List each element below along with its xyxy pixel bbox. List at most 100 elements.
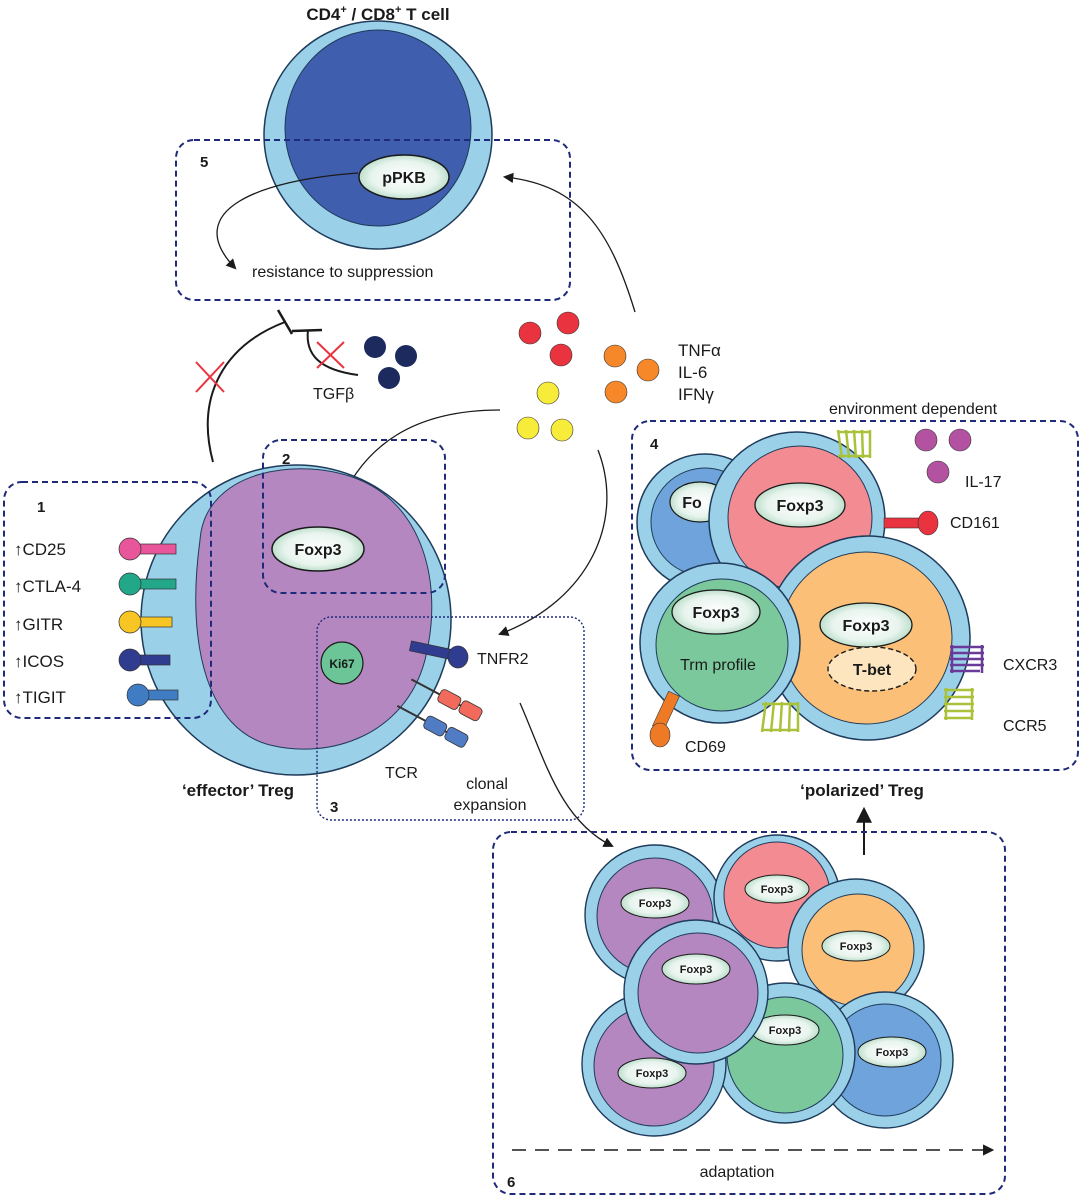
foxp3-green-label: Foxp3 xyxy=(692,605,739,622)
cxcr3-label: CXCR3 xyxy=(1003,657,1057,674)
cd161-label: CD161 xyxy=(950,515,1000,532)
box-3-number: 3 xyxy=(330,799,338,816)
tnfa-molecule xyxy=(518,321,542,345)
box-3 xyxy=(316,616,585,821)
effector-treg-label: ‘effector’ Treg xyxy=(182,781,294,800)
box-1 xyxy=(3,481,212,719)
tgfb-molecule xyxy=(378,367,400,389)
foxp3-oval-green xyxy=(671,589,761,635)
il17-molecule xyxy=(914,428,938,452)
tbet-oval xyxy=(827,646,917,692)
ccr5-receptor-bottom xyxy=(760,701,800,733)
tcr-receptor xyxy=(396,678,483,748)
cxcr3-receptor xyxy=(950,645,984,673)
il6-molecule xyxy=(604,380,628,404)
foxp3-orange-label: Foxp3 xyxy=(842,618,889,635)
ifng-label: IFNγ xyxy=(678,385,714,404)
marker-ctla4: ↑CTLA-4 xyxy=(14,577,81,596)
clone-foxp3-label: Foxp3 xyxy=(761,884,793,896)
block-cross-2b xyxy=(316,341,345,369)
marker-cd25: ↑CD25 xyxy=(14,540,66,559)
tnfa-molecule xyxy=(549,343,573,367)
clone-foxp3-label: Foxp3 xyxy=(680,964,712,976)
inhibition-bar-effector xyxy=(276,309,294,335)
clone-cell-orange: Foxp3 xyxy=(787,878,925,1016)
il17-molecule xyxy=(926,460,950,484)
effector-foxp3-label: Foxp3 xyxy=(294,542,341,559)
receptor-ctla4 xyxy=(118,572,177,596)
foxp3-partial-label: Fo xyxy=(682,495,702,512)
il17-molecule xyxy=(948,428,972,452)
box-4-number: 4 xyxy=(650,436,659,453)
marker-tigit: ↑TIGIT xyxy=(14,688,66,707)
clone-cell-green: Foxp3 xyxy=(714,982,856,1124)
il6-molecule xyxy=(636,358,660,382)
ifng-molecule xyxy=(550,418,574,442)
tcr-label: TCR xyxy=(385,765,418,782)
box-6 xyxy=(492,831,1006,1195)
cd161-receptor xyxy=(883,510,939,536)
ppkb-oval xyxy=(358,154,450,200)
foxp3-oval-pink xyxy=(754,482,846,528)
tnfr2-label: TNFR2 xyxy=(477,651,529,668)
adaptation-label: adaptation xyxy=(700,1164,775,1181)
box-1-group: 1 ↑CD25 ↑CTLA-4 ↑GITR ↑ICOS ↑TIGIT xyxy=(3,481,212,719)
receptor-tigit xyxy=(126,683,179,707)
tcell-group: CD4+ / CD8+ T cell pPKB xyxy=(263,4,493,250)
ifng-molecule xyxy=(536,381,560,405)
env-dependent-label: environment dependent xyxy=(829,401,998,418)
inhibition-line-effector xyxy=(206,321,286,463)
ccr5-receptor-top xyxy=(836,429,872,459)
il6-label: IL-6 xyxy=(678,363,707,382)
ki67-label: Ki67 xyxy=(329,657,355,671)
foxp3-pink-label: Foxp3 xyxy=(776,498,823,515)
box-3-text-1: clonal xyxy=(466,776,508,793)
clone-foxp3-label: Foxp3 xyxy=(639,898,671,910)
arrow-cytokines-tcell xyxy=(502,172,636,313)
box-5-number: 5 xyxy=(200,154,208,171)
trm-label: Trm profile xyxy=(680,657,756,674)
box-1-number: 1 xyxy=(37,499,45,516)
polarized-treg-label: ‘polarized’ Treg xyxy=(800,781,924,800)
tcell-nucleus xyxy=(284,29,472,227)
marker-gitr: ↑GITR xyxy=(14,615,63,634)
cd69-receptor xyxy=(649,690,680,748)
box-4-group: environment dependent 4 Fo Foxp3 Foxp3 T… xyxy=(631,401,1079,800)
tnfa-label: TNFα xyxy=(678,341,721,360)
tbet-label: T-bet xyxy=(853,662,892,679)
inhibition-line-tgfb xyxy=(306,329,359,376)
ki67-circle xyxy=(320,641,364,685)
ccr5-label: CCR5 xyxy=(1003,718,1047,735)
clone-foxp3-label: Foxp3 xyxy=(876,1047,908,1059)
il17-label: IL-17 xyxy=(965,474,1002,491)
arrow-ppkb-resistance xyxy=(216,172,359,270)
tnfa-molecule xyxy=(556,311,580,335)
clone-foxp3-label: Foxp3 xyxy=(636,1068,668,1080)
il6-molecule xyxy=(603,344,627,368)
receptor-cd25 xyxy=(118,537,177,561)
box-2-number: 2 xyxy=(282,451,290,468)
marker-icos: ↑ICOS xyxy=(14,652,64,671)
effector-foxp3-oval xyxy=(271,526,365,572)
box-6-number: 6 xyxy=(507,1174,515,1191)
cd69-label: CD69 xyxy=(685,739,726,756)
box-3-text-2: expansion xyxy=(454,797,527,814)
inhibition-bar-tgfb xyxy=(291,328,323,333)
tgfb-molecule xyxy=(364,336,386,358)
block-cross-1b xyxy=(195,361,225,393)
inhibition-group xyxy=(195,309,359,463)
box-6-group: 6 Foxp3 Foxp3 Foxp3 Foxp3 xyxy=(492,831,1006,1195)
clone-cell-purple-2: Foxp3 xyxy=(623,919,769,1065)
ifng-molecule xyxy=(516,416,540,440)
receptor-tnfr2 xyxy=(408,640,469,669)
clone-cell-blue: Foxp3 xyxy=(816,991,954,1129)
effector-nucleus xyxy=(195,468,433,750)
box-4 xyxy=(631,420,1079,771)
cytokines-group: TNFα IL-6 IFNγ xyxy=(516,311,721,442)
arrow-clonal-expansion xyxy=(519,702,614,847)
ccr5-receptor-right xyxy=(944,688,974,720)
clone-foxp3-label: Foxp3 xyxy=(840,941,872,953)
clone-foxp3-label: Foxp3 xyxy=(769,1025,801,1037)
